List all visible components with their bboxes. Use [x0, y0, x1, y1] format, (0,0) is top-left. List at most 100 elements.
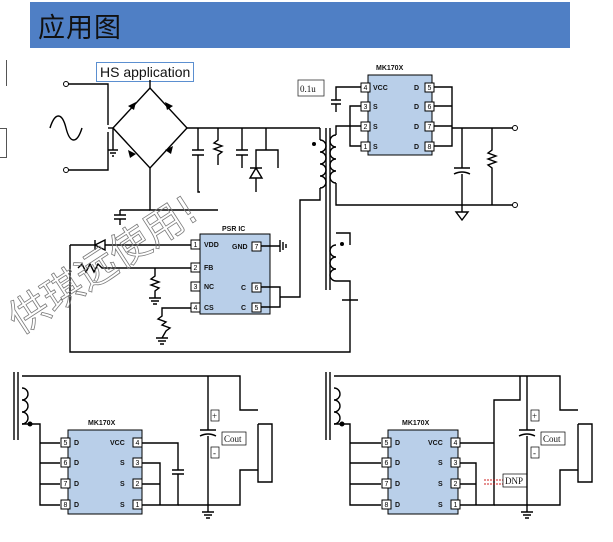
svg-text:3: 3	[454, 460, 458, 467]
svg-text:7: 7	[428, 124, 432, 131]
psr-pin-4: 4 CS	[190, 302, 214, 313]
svg-text:C: C	[241, 285, 246, 292]
svg-text:CS: CS	[204, 305, 214, 312]
svg-text:8: 8	[64, 502, 68, 509]
clamp-diode	[248, 166, 264, 179]
dnp-capacitor	[484, 479, 504, 485]
svg-text:8: 8	[428, 144, 432, 151]
bridge-rectifier	[108, 80, 188, 172]
sense-resistors	[69, 165, 351, 353]
svg-text:5: 5	[385, 440, 389, 447]
page-title: 应用图	[38, 13, 122, 44]
svg-text:2: 2	[194, 265, 198, 272]
svg-text:S: S	[373, 104, 378, 111]
svg-text:7: 7	[255, 244, 259, 251]
svg-text:D: D	[414, 124, 419, 131]
svg-text:VCC: VCC	[110, 440, 125, 447]
ac-source-symbol	[49, 115, 83, 141]
svg-text:6: 6	[255, 285, 259, 292]
br-cout-capacitor	[494, 376, 536, 519]
transformer	[299, 128, 358, 301]
vdd-capacitor	[114, 209, 150, 225]
svg-text:D: D	[414, 104, 419, 111]
br-cout-label: Cout	[543, 434, 561, 444]
cap-value-label: 0.1u	[300, 84, 316, 94]
page-edge-box	[0, 60, 7, 86]
svg-text:C: C	[241, 305, 246, 312]
psr-pin-7: 7 GND	[232, 241, 262, 252]
title-bar	[30, 2, 570, 48]
svg-text:6: 6	[428, 104, 432, 111]
svg-text:+: +	[532, 411, 537, 421]
svg-text:VDD: VDD	[204, 242, 219, 249]
svg-text:2: 2	[136, 481, 140, 488]
svg-text:1: 1	[454, 502, 458, 509]
primary-dc-bus	[149, 127, 320, 211]
br-ic-body	[387, 429, 459, 515]
svg-text:D: D	[74, 481, 79, 488]
svg-text:S: S	[438, 502, 443, 509]
svg-text:-: -	[213, 448, 216, 458]
svg-text:4: 4	[194, 305, 198, 312]
psr-pin-2: 2 FB	[190, 262, 213, 273]
bl-cout-capacitor	[178, 376, 217, 519]
svg-text:7: 7	[64, 481, 68, 488]
svg-text:1: 1	[136, 502, 140, 509]
svg-text:-: -	[533, 448, 536, 458]
svg-text:2: 2	[364, 124, 368, 131]
svg-text:D: D	[74, 502, 79, 509]
svg-text:D: D	[414, 144, 419, 151]
svg-text:FB: FB	[204, 265, 213, 272]
bl-ic-title: MK170X	[88, 420, 116, 427]
svg-text:7: 7	[385, 481, 389, 488]
psr-ic-title: PSR IC	[222, 226, 245, 233]
svg-text:3: 3	[136, 460, 140, 467]
svg-text:D: D	[395, 460, 400, 467]
br-ic-title: MK170X	[402, 420, 430, 427]
svg-text:D: D	[414, 85, 419, 92]
svg-text:8: 8	[385, 502, 389, 509]
top-ic-title: MK170X	[376, 65, 404, 72]
psr-pin-3: 3 NC	[190, 281, 214, 292]
svg-text:S: S	[438, 460, 443, 467]
svg-text:D: D	[395, 502, 400, 509]
output-capacitor	[453, 128, 471, 205]
svg-text:4: 4	[136, 440, 140, 447]
psr-pin-1: 1 VDD	[190, 239, 219, 250]
svg-text:VCC: VCC	[428, 440, 443, 447]
svg-text:6: 6	[64, 460, 68, 467]
svg-text:NC: NC	[204, 284, 214, 291]
svg-text:1: 1	[194, 242, 198, 249]
svg-text:S: S	[373, 124, 378, 131]
svg-text:1: 1	[364, 144, 368, 151]
svg-text:5: 5	[428, 85, 432, 92]
svg-text:S: S	[120, 502, 125, 509]
hs-application-label: HS application	[96, 62, 195, 82]
watermark-text: 供琪远使用!	[0, 187, 206, 343]
svg-text:3: 3	[364, 104, 368, 111]
output-resistor	[486, 128, 498, 205]
psr-ic: PSR IC 1 VDD 2 FB 3 NC 4 CS 7 GND 6	[190, 226, 301, 315]
bl-ic-body	[67, 429, 143, 515]
svg-text:VCC: VCC	[373, 85, 388, 92]
svg-text:S: S	[120, 481, 125, 488]
ac-input	[49, 81, 109, 173]
svg-text:D: D	[74, 440, 79, 447]
svg-text:GND: GND	[232, 244, 248, 251]
top-ic-body	[367, 74, 433, 156]
